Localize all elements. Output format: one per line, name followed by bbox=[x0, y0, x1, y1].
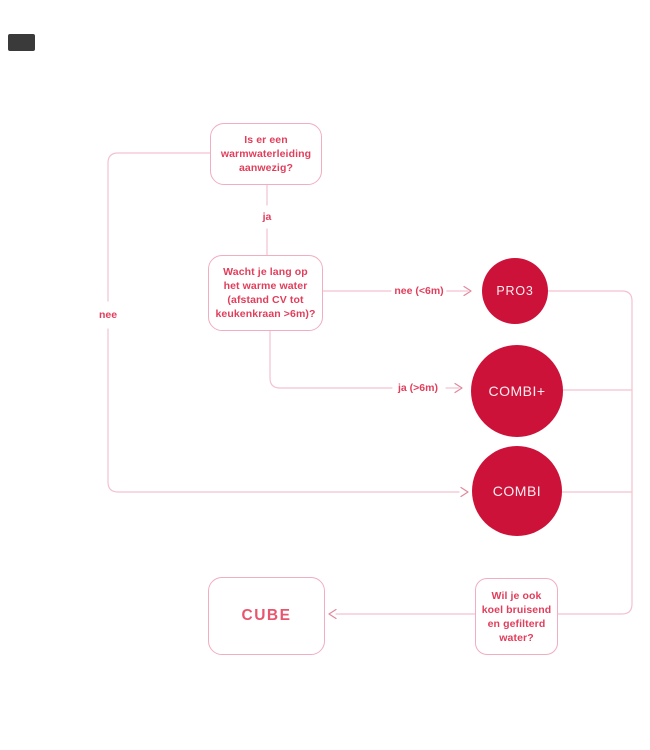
edge-label-nee-6m: nee (<6m) bbox=[391, 285, 447, 297]
arrow-right-combiplus-icon bbox=[454, 382, 463, 394]
top-left-marker bbox=[8, 34, 35, 51]
product-node-cube-label: CUBE bbox=[241, 607, 292, 624]
edge-q2-combiplus-left bbox=[269, 330, 393, 389]
arrow-right-pro3-icon bbox=[463, 285, 472, 297]
product-node-combi-plus-label: COMBI+ bbox=[488, 383, 546, 399]
decision-box-warmwaterleiding-label: Is er een warmwaterleiding aanwezig? bbox=[220, 134, 312, 174]
product-node-cube: CUBE bbox=[208, 577, 325, 655]
decision-box-wachttijd-label: Wacht je lang op het warme water (afstan… bbox=[215, 266, 316, 320]
edge-label-ja-6m: ja (>6m) bbox=[395, 382, 441, 394]
product-node-combi: COMBI bbox=[472, 446, 562, 536]
product-node-pro3: PRO3 bbox=[482, 258, 548, 324]
arrow-right-combi-icon bbox=[460, 486, 469, 498]
edge-nee-lower bbox=[107, 328, 460, 493]
edge-label-nee: nee bbox=[95, 309, 121, 321]
edge-nee-upper bbox=[107, 152, 211, 302]
product-node-pro3-label: PRO3 bbox=[496, 284, 534, 298]
decision-box-warmwaterleiding: Is er een warmwaterleiding aanwezig? bbox=[210, 123, 322, 185]
arrow-left-cube-icon bbox=[328, 608, 337, 620]
edge-right-rail bbox=[547, 290, 633, 615]
decision-box-koel-bruisend: Wil je ook koel bruisend en gefilterd wa… bbox=[475, 578, 558, 655]
edge-label-ja: ja bbox=[259, 211, 275, 223]
product-node-combi-plus: COMBI+ bbox=[471, 345, 563, 437]
decision-box-koel-bruisend-label: Wil je ook koel bruisend en gefilterd wa… bbox=[481, 589, 552, 644]
decision-box-wachttijd: Wacht je lang op het warme water (afstan… bbox=[208, 255, 323, 331]
product-node-combi-label: COMBI bbox=[492, 483, 542, 499]
